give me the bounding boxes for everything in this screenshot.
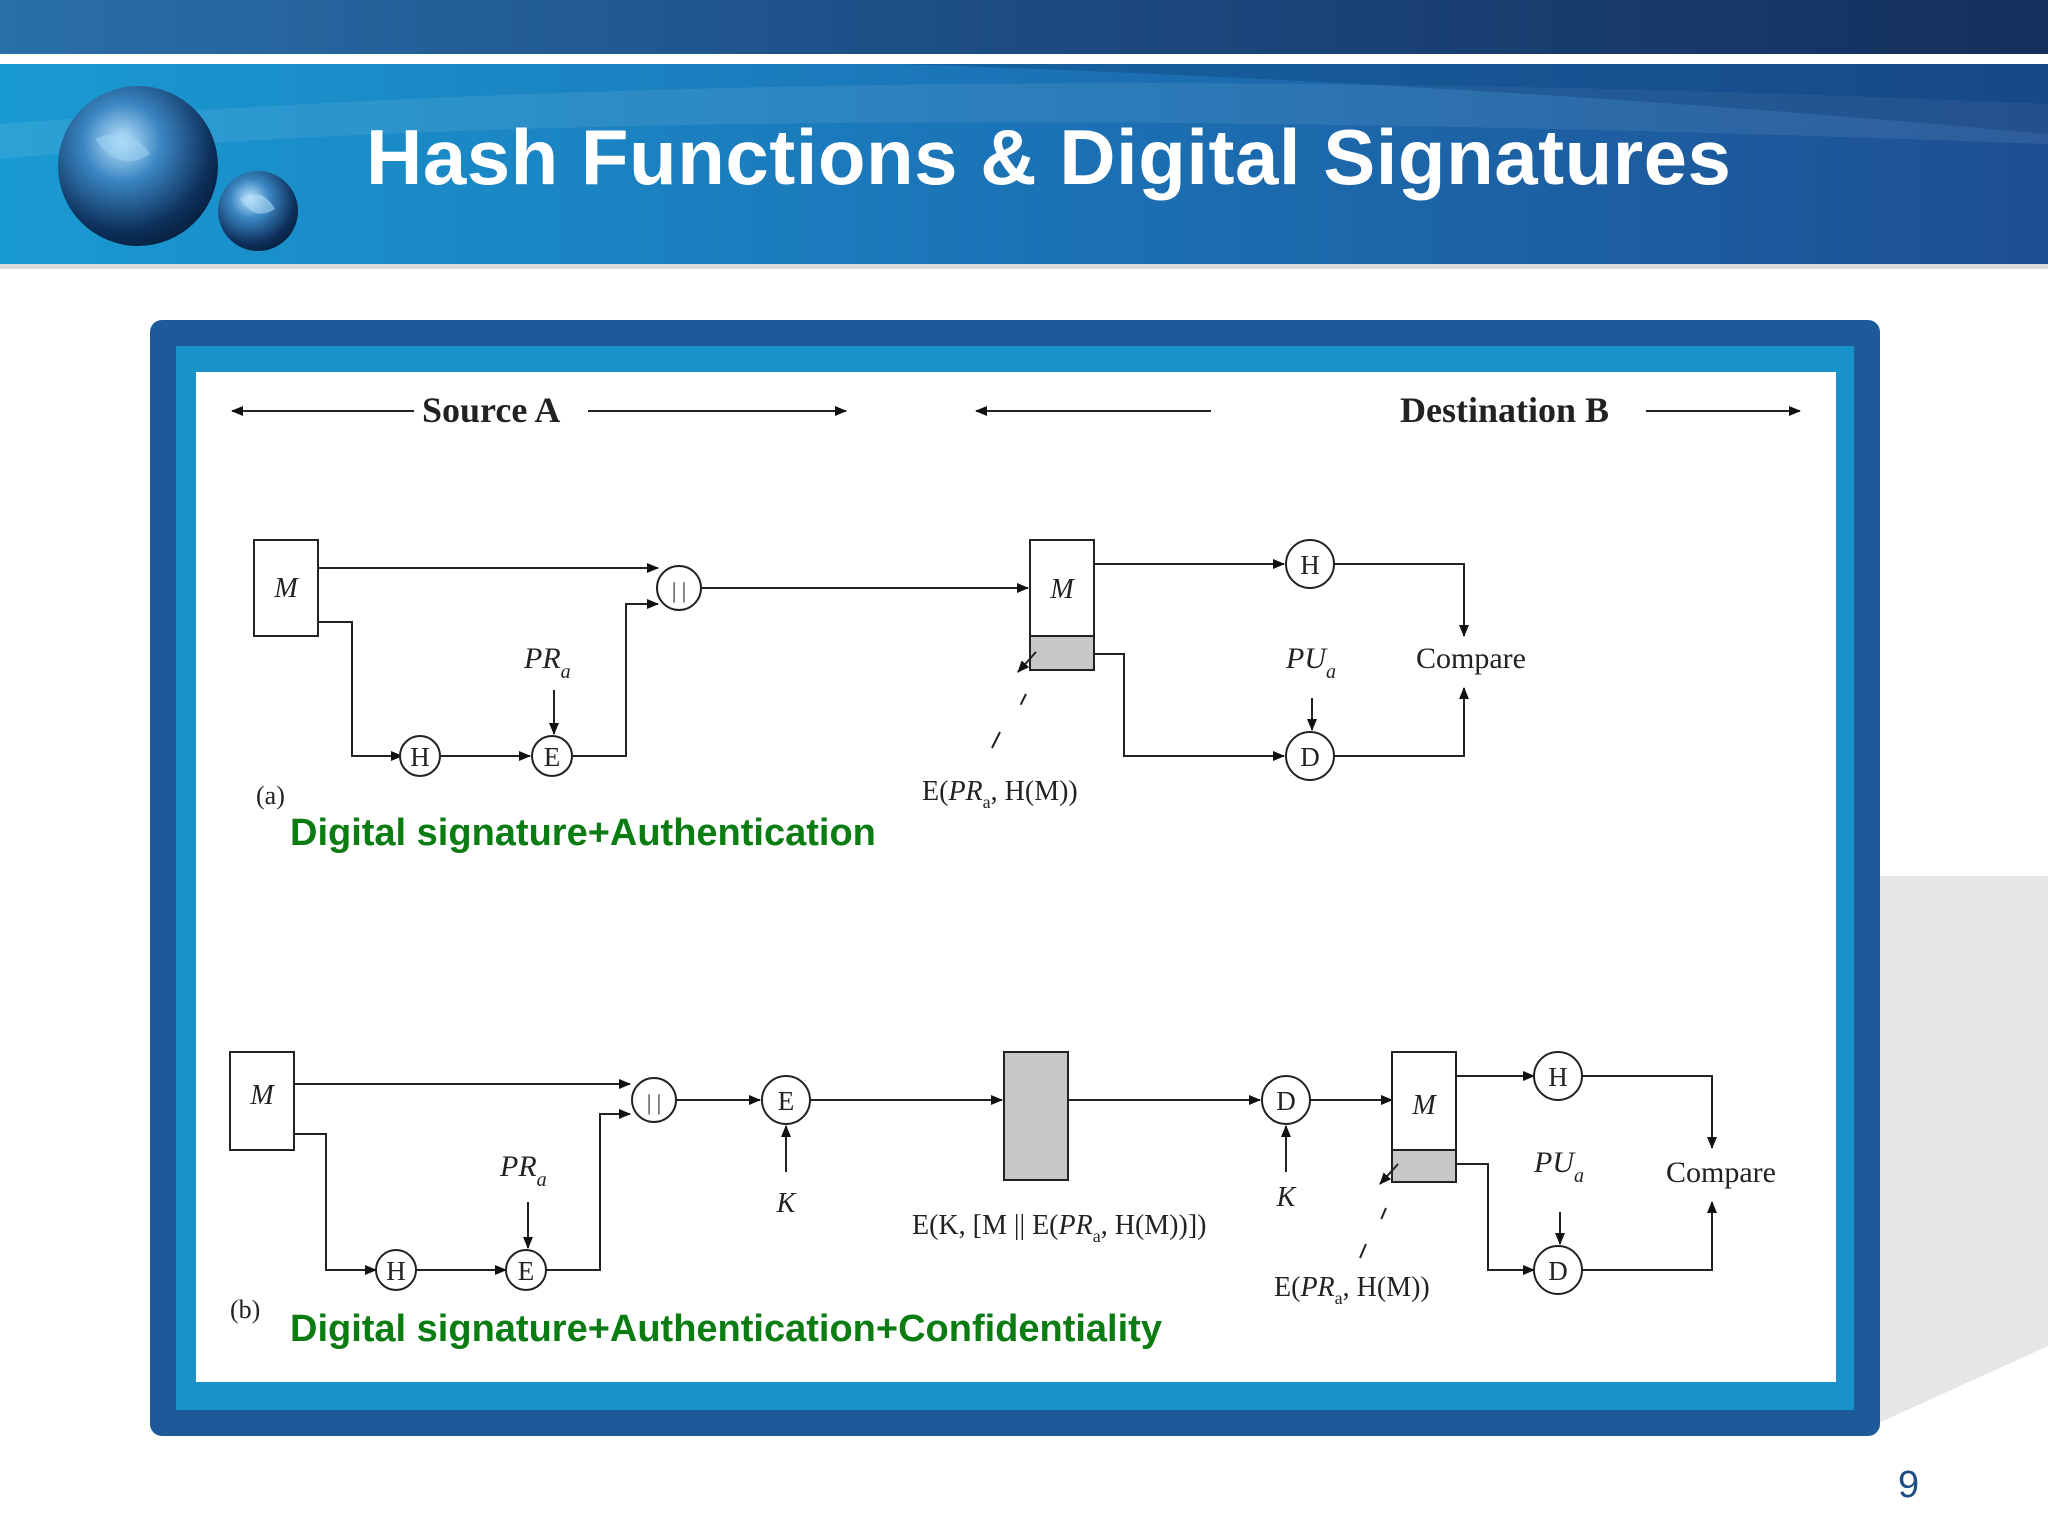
node-label-concat-b: | | (647, 1090, 661, 1115)
caption-b: Digital signature+Authentication+Confide… (290, 1308, 1162, 1350)
source-header: Source A (422, 390, 560, 430)
message-box-a (253, 539, 319, 637)
private-key-label-a: PRa (523, 642, 571, 683)
part-label-b: (b) (230, 1295, 260, 1324)
compare-label-a: Compare (1416, 642, 1526, 675)
decorative-grey-wedge (1850, 876, 2048, 1436)
node-label-h-a-dest: H (1300, 550, 1320, 580)
signature-label-b: E(PRa, H(M)) (1274, 1272, 1430, 1308)
node-label-m-b-dest: M (1411, 1090, 1437, 1121)
signature-label-a: E(PRa, H(M)) (922, 776, 1078, 812)
node-label-h-b-dest: H (1548, 1062, 1568, 1092)
signature-block-a (1029, 635, 1095, 671)
signature-block-b (1391, 1149, 1457, 1183)
sym-key-label-b-dest: K (1276, 1182, 1297, 1213)
message-box-b (229, 1051, 295, 1151)
hash-signature-diagram: Source A Destination B M | | H E PRa M H… (229, 390, 1801, 1324)
destination-header: Destination B (1400, 390, 1609, 430)
private-key-label-b: PRa (499, 1150, 547, 1191)
node-label-e-b-outer: E (778, 1086, 795, 1116)
node-label-concat-a: | | (672, 578, 686, 603)
node-label-d-b-dest: D (1548, 1256, 1568, 1286)
node-label-m-b: M (249, 1080, 275, 1111)
node-label-d-b-outer: D (1276, 1086, 1296, 1116)
node-label-h-a: H (410, 742, 430, 772)
title-band (0, 64, 2048, 269)
node-label-d-a-dest: D (1300, 742, 1320, 772)
ciphertext-label-b: E(K, [M || E(PRa, H(M))]) (912, 1210, 1206, 1246)
diagram-canvas (196, 372, 1836, 1382)
node-label-e-b: E (518, 1256, 535, 1286)
globe-icon (58, 86, 298, 251)
node-label-h-b: H (386, 1256, 406, 1286)
sym-key-label-b-source: K (776, 1188, 797, 1219)
node-label-m-a: M (273, 573, 299, 604)
page-number: 9 (1898, 1464, 1920, 1506)
part-label-a: (a) (256, 781, 285, 810)
ciphertext-block-b (1003, 1051, 1069, 1181)
node-label-m-a-dest: M (1049, 574, 1075, 605)
node-label-e-a: E (544, 742, 561, 772)
public-key-label-a: PUa (1285, 642, 1336, 683)
message-box-a-dest (1029, 539, 1095, 637)
caption-a: Digital signature+Authentication (290, 812, 876, 854)
top-bar (0, 0, 2048, 54)
slide-title: Hash Functions & Digital Signatures (366, 113, 1732, 201)
public-key-label-b: PUa (1533, 1146, 1584, 1187)
compare-label-b: Compare (1666, 1156, 1776, 1189)
